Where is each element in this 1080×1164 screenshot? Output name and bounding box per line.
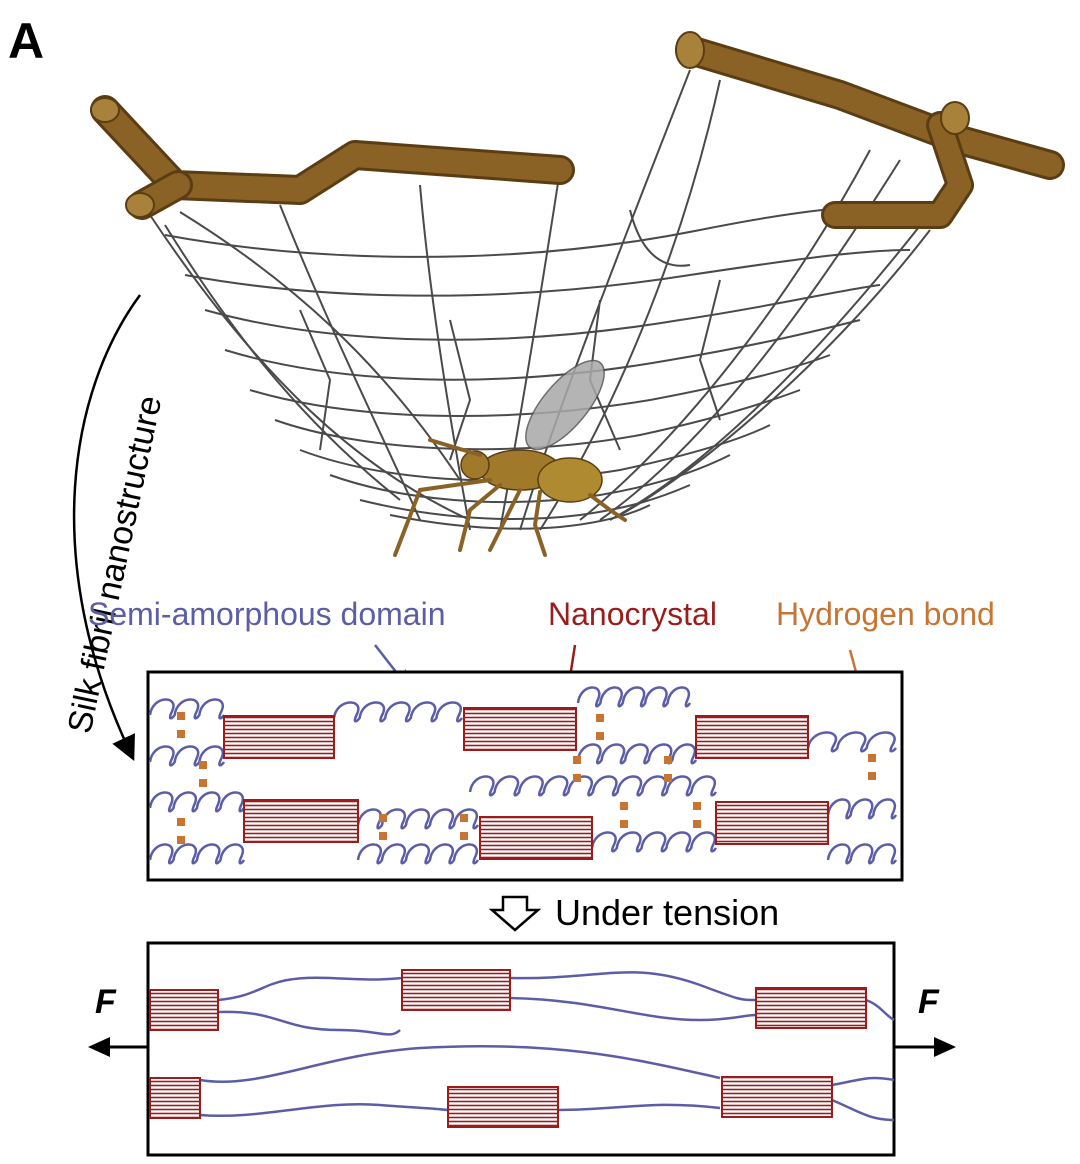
- hydrogen-bond-dot: [379, 814, 387, 822]
- coil-segment: [148, 698, 226, 720]
- coil-segment: [576, 743, 698, 765]
- hydrogen-bond-dot: [379, 832, 387, 840]
- coil-segment: [148, 745, 226, 767]
- hydrogen-bonds: [177, 712, 876, 844]
- hydrogen-bond-dot: [693, 820, 701, 828]
- coil-segment: [356, 808, 480, 830]
- nanocrystal-block: [715, 801, 829, 845]
- stretched-chains: [199, 971, 895, 1122]
- force-arrows: F F: [88, 983, 956, 1057]
- coil-segment: [332, 701, 464, 723]
- stretched-nanocrystals: [149, 969, 867, 1128]
- amorphous-coils: [148, 686, 898, 865]
- tension-indicator: Under tension: [488, 892, 779, 933]
- curved-arrow: [72, 294, 142, 762]
- hydrogen-bond-dot: [620, 802, 628, 810]
- branches: [90, 31, 1065, 229]
- legend-nanocrystal: Nanocrystal: [548, 596, 717, 632]
- hydrogen-bond-dot: [664, 774, 672, 782]
- nanocrystal-block: [463, 707, 577, 751]
- nanocrystal-block: [223, 715, 335, 759]
- coil-segment: [576, 686, 692, 708]
- hydrogen-bond-dot: [460, 832, 468, 840]
- hydrogen-bond-dot: [596, 732, 604, 740]
- hydrogen-bond-dot: [596, 714, 604, 722]
- legend-semi-amorphous: Semi-amorphous domain: [88, 596, 446, 632]
- force-left-label: F: [95, 983, 117, 1021]
- hydrogen-bond-dot: [177, 836, 185, 844]
- hydrogen-bond-dot: [177, 712, 185, 720]
- tensioned-nanostructure: [146, 941, 896, 1157]
- tension-label: Under tension: [555, 892, 779, 933]
- coil-segment: [590, 831, 718, 853]
- relaxed-nanostructure: [146, 670, 904, 882]
- coil-segment: [468, 775, 718, 797]
- nanocrystals: [223, 707, 829, 860]
- coil-segment: [806, 731, 898, 753]
- hydrogen-bond-dot: [199, 761, 207, 769]
- coil-segment: [826, 843, 898, 865]
- web-illustration: [90, 31, 1065, 557]
- hydrogen-bond-dot: [177, 818, 185, 826]
- hydrogen-bond-dot: [868, 754, 876, 762]
- legend-hydrogen-bond: Hydrogen bond: [776, 596, 995, 632]
- hydrogen-bond-dot: [664, 756, 672, 764]
- coil-segment: [148, 843, 246, 865]
- hydrogen-bond-dot: [620, 820, 628, 828]
- nanocrystal-block: [243, 799, 359, 843]
- hydrogen-bond-dot: [573, 774, 581, 782]
- force-right-label: F: [918, 983, 940, 1021]
- hydrogen-bond-dot: [177, 730, 185, 738]
- hydrogen-bond-dot: [199, 779, 207, 787]
- nanocrystal-block: [695, 715, 809, 759]
- hydrogen-bond-dot: [573, 756, 581, 764]
- panel-label: A: [8, 13, 44, 69]
- hydrogen-bond-dot: [460, 814, 468, 822]
- coil-segment: [826, 798, 898, 820]
- coil-segment: [356, 843, 480, 865]
- insect: [393, 359, 627, 557]
- coil-segment: [148, 791, 246, 813]
- hydrogen-bond-dot: [868, 772, 876, 780]
- hydrogen-bond-dot: [693, 802, 701, 810]
- nanocrystal-block: [479, 816, 593, 860]
- down-arrow-icon: [488, 895, 542, 932]
